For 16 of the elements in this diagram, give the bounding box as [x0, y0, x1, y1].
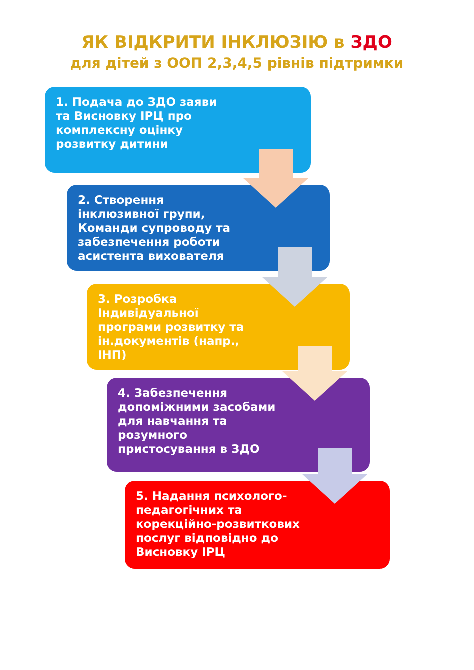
step-box [67, 185, 330, 271]
step-box [107, 378, 370, 472]
title: ЯК ВІДКРИТИ ІНКЛЮЗІЮ в ЗДО [80, 33, 394, 53]
step-box [125, 481, 390, 569]
step-text: 4. Забезпечення допоміжними засобами для навчання та розумного пристосування в ЗДО [118, 386, 277, 456]
step-text: 1. Подача до ЗДО заяви та Висновку ІРЦ про комплексну оцінку розвитку дитини [56, 95, 218, 151]
step-box [87, 284, 350, 370]
block-arrow [243, 149, 309, 208]
block-arrow [302, 448, 368, 504]
block-arrow [282, 346, 348, 401]
step-text: 2. Створення інклюзивної групи, Команди супроводу та забезпечення роботи асистента вихователя [78, 193, 232, 263]
step-box [45, 87, 311, 173]
step-text: 5. Надання психолого-педагогічних та корекційно-розвиткових послуг відповідно до Висновку ІРЦ [136, 489, 301, 559]
subtitle: для дітей з ООП 2,3,4,5 рівнів підтримки [69, 56, 405, 72]
block-arrow [262, 247, 328, 307]
step-text: 3. Розробка Індивідуальної програми розвитку та ін.документів (напр., ІНП) [98, 292, 246, 362]
